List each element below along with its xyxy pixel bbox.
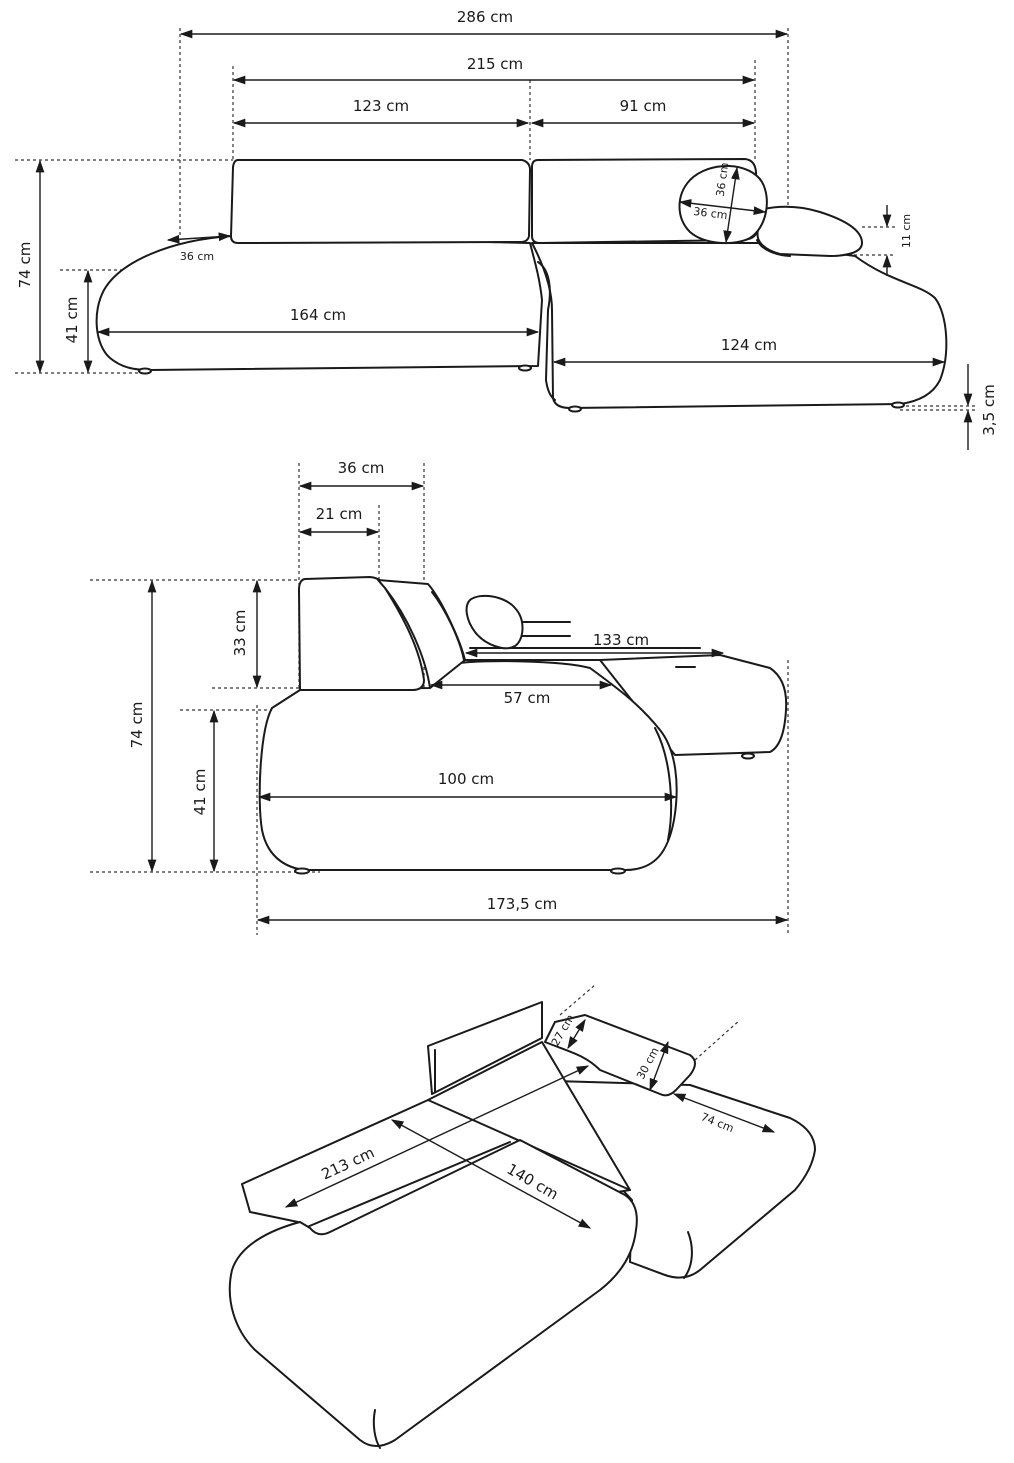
chaise-seat-depth-label: 133 cm xyxy=(593,631,649,649)
headrest-thickness-label: 11 cm xyxy=(900,214,913,248)
side-round-pillow xyxy=(465,594,524,650)
headrest-cushion xyxy=(756,205,863,257)
front-view: 286 cm 215 cm 123 cm 91 cm 74 cm 41 cm 3… xyxy=(15,8,998,450)
side-sofa-outline xyxy=(258,576,788,875)
bed-view: 213 cm 140 cm 27 cm 30 cm 74 cm xyxy=(228,984,816,1449)
backrest-height-label: 33 cm xyxy=(231,610,249,657)
section-depth-label: 100 cm xyxy=(438,770,494,788)
bed-dimension-arrows xyxy=(284,1018,776,1229)
backrest-top-depth-label: 21 cm xyxy=(316,505,363,523)
left-back-width-label: 123 cm xyxy=(353,97,409,115)
headrest-lower xyxy=(756,239,791,257)
front-sofa-outline xyxy=(95,158,948,413)
front-guides xyxy=(15,28,975,411)
seat-depth-label: 57 cm xyxy=(504,689,551,707)
chaise-cushion-lines xyxy=(464,621,701,661)
chaise-front-edge xyxy=(537,261,556,401)
front-dimension-arrows xyxy=(35,29,973,450)
bed-outline xyxy=(228,984,816,1449)
left-seat-base xyxy=(95,235,543,371)
left-back-cushion xyxy=(230,159,531,244)
side-total-height-label: 74 cm xyxy=(128,702,146,749)
total-height-label: 74 cm xyxy=(16,242,34,289)
armrest-depth-label: 36 cm xyxy=(180,250,214,263)
side-dimension-arrows xyxy=(147,481,789,925)
total-depth-label: 173,5 cm xyxy=(487,895,558,913)
side-labels: 36 cm 21 cm 74 cm 33 cm 41 cm 133 cm 57 … xyxy=(128,459,649,913)
side-view: 36 cm 21 cm 74 cm 33 cm 41 cm 133 cm 57 … xyxy=(90,459,789,935)
side-guides xyxy=(90,463,789,935)
leg-height-label: 3,5 cm xyxy=(980,384,998,435)
total-width-label: 286 cm xyxy=(457,8,513,26)
chaise-width-label: 124 cm xyxy=(721,336,777,354)
pillow-height-label: 36 cm xyxy=(714,162,732,198)
right-back-width-label: 91 cm xyxy=(620,97,667,115)
left-section-width-label: 164 cm xyxy=(290,306,346,324)
chaise-base xyxy=(531,242,948,409)
back-width-label: 215 cm xyxy=(467,55,523,73)
chaise-side xyxy=(599,654,788,756)
backrest-depth-label: 36 cm xyxy=(338,459,385,477)
side-base xyxy=(258,660,678,871)
seat-height-label: 41 cm xyxy=(63,297,81,344)
front-labels: 286 cm 215 cm 123 cm 91 cm 74 cm 41 cm 3… xyxy=(16,8,998,436)
pillow-width-label: 36 cm xyxy=(693,205,729,222)
side-seat-height-label: 41 cm xyxy=(191,769,209,816)
